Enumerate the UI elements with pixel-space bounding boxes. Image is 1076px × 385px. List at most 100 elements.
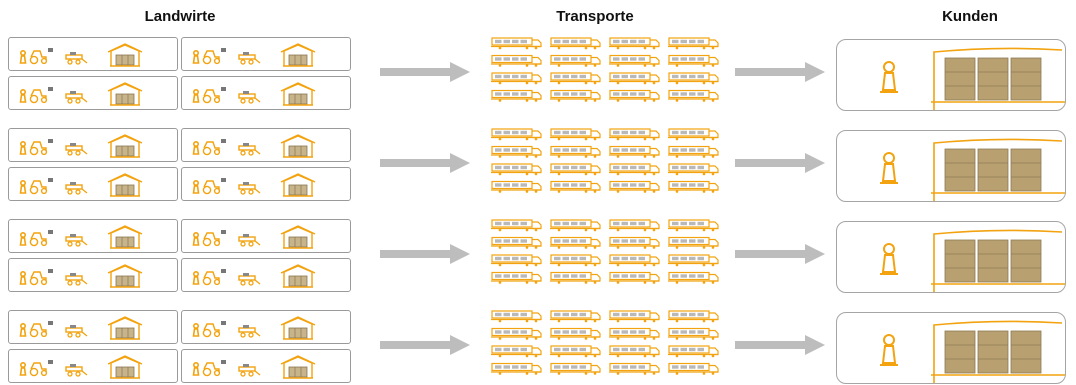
truck-icon — [550, 128, 601, 141]
truck-icon — [609, 72, 660, 85]
farm-card — [8, 76, 178, 110]
farm-card — [181, 310, 351, 344]
truck-icon — [609, 236, 660, 249]
farm-card — [181, 258, 351, 292]
truck-icon — [668, 327, 719, 340]
truck-icon — [550, 54, 601, 67]
truck-icon — [491, 72, 542, 85]
truck-icon — [668, 236, 719, 249]
truck-icon — [668, 128, 719, 141]
barn-icon — [107, 264, 143, 288]
truck-icon — [550, 327, 601, 340]
truck-icon — [668, 271, 719, 284]
farmer-icon — [192, 180, 200, 194]
truck-icon — [668, 163, 719, 176]
barn-icon — [280, 82, 316, 106]
truck-icon — [550, 345, 601, 358]
farmer-icon — [19, 362, 27, 376]
truck-icon — [550, 362, 601, 375]
header-transports: Transporte — [556, 8, 634, 25]
truck-icon — [609, 327, 660, 340]
farmer-icon — [192, 362, 200, 376]
arrow-right-icon — [735, 62, 825, 82]
truck-icon — [491, 345, 542, 358]
truck-icon — [609, 345, 660, 358]
customer-card — [836, 39, 1066, 111]
truck-icon — [668, 362, 719, 375]
truck-icon — [609, 163, 660, 176]
farm-card — [181, 76, 351, 110]
trailer-icon — [65, 325, 88, 338]
truck-icon — [609, 362, 660, 375]
farmer-icon — [192, 323, 200, 337]
farm-card — [8, 37, 178, 71]
truck-icon — [668, 310, 719, 323]
barn-icon — [107, 82, 143, 106]
truck-icon — [491, 37, 542, 50]
farm-card — [8, 128, 178, 162]
customer-card — [836, 221, 1066, 293]
trailer-icon — [238, 143, 261, 156]
trailer-icon — [65, 273, 88, 286]
truck-icon — [491, 145, 542, 158]
farmer-icon — [19, 232, 27, 246]
warehouse-icon — [931, 229, 1065, 292]
truck-icon — [668, 72, 719, 85]
warehouse-icon — [931, 320, 1065, 383]
truck-icon — [609, 54, 660, 67]
tractor-icon — [29, 321, 53, 338]
arrow-right-icon — [380, 244, 470, 264]
farmer-icon — [192, 50, 200, 64]
customer-card — [836, 130, 1066, 202]
customer-icon — [880, 243, 898, 275]
truck-icon — [491, 327, 542, 340]
truck-icon — [491, 128, 542, 141]
barn-icon — [107, 43, 143, 67]
truck-icon — [550, 145, 601, 158]
farmer-icon — [19, 180, 27, 194]
trailer-icon — [238, 182, 261, 195]
farm-card — [181, 128, 351, 162]
barn-icon — [280, 264, 316, 288]
trailer-icon — [65, 364, 88, 377]
farm-card — [181, 167, 351, 201]
farm-card — [8, 258, 178, 292]
trailer-icon — [238, 234, 261, 247]
trailer-icon — [238, 325, 261, 338]
trailer-icon — [65, 52, 88, 65]
truck-icon — [668, 219, 719, 232]
tractor-icon — [202, 269, 226, 286]
truck-icon — [491, 271, 542, 284]
truck-fleet — [491, 128, 719, 193]
tractor-icon — [29, 139, 53, 156]
truck-icon — [550, 236, 601, 249]
arrow-right-icon — [380, 335, 470, 355]
truck-icon — [609, 254, 660, 267]
farm-card — [8, 349, 178, 383]
arrow-right-icon — [735, 335, 825, 355]
truck-icon — [491, 54, 542, 67]
farm-card — [181, 37, 351, 71]
warehouse-icon — [931, 138, 1065, 201]
truck-icon — [550, 271, 601, 284]
barn-icon — [280, 225, 316, 249]
header-customers: Kunden — [942, 8, 998, 25]
truck-icon — [668, 254, 719, 267]
truck-icon — [550, 219, 601, 232]
arrow-right-icon — [735, 244, 825, 264]
farmer-icon — [192, 141, 200, 155]
truck-icon — [550, 37, 601, 50]
truck-icon — [609, 37, 660, 50]
truck-icon — [668, 37, 719, 50]
truck-icon — [550, 310, 601, 323]
truck-icon — [550, 254, 601, 267]
trailer-icon — [65, 182, 88, 195]
farmer-icon — [192, 89, 200, 103]
truck-icon — [491, 254, 542, 267]
tractor-icon — [202, 178, 226, 195]
barn-icon — [280, 173, 316, 197]
barn-icon — [107, 134, 143, 158]
truck-icon — [609, 219, 660, 232]
truck-icon — [491, 219, 542, 232]
barn-icon — [280, 355, 316, 379]
